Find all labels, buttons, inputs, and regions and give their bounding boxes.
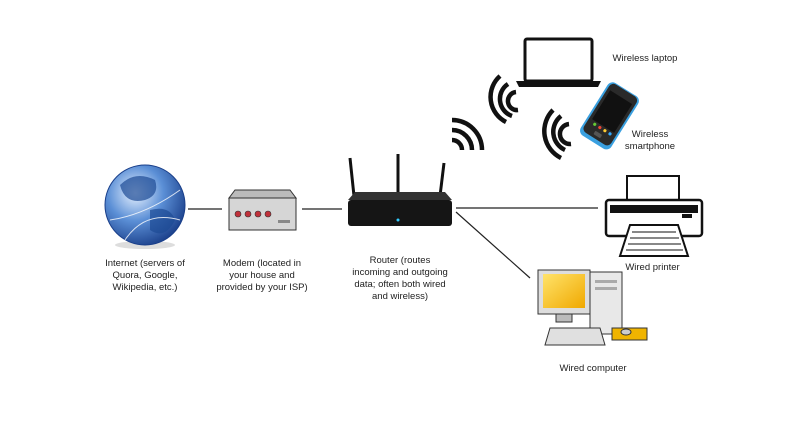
internet-label: Internet (servers of Quora, Google, Wiki… bbox=[105, 258, 185, 293]
desktop-computer-icon bbox=[537, 269, 648, 346]
link-router-computer bbox=[455, 211, 531, 279]
modem-leds bbox=[234, 210, 272, 218]
smartphone-label: Wireless smartphone bbox=[624, 129, 676, 152]
connections bbox=[188, 207, 598, 279]
wifi-signal-icon bbox=[488, 74, 519, 125]
router-icon bbox=[348, 154, 452, 226]
globe-icon bbox=[104, 164, 186, 249]
laptop-label: Wireless laptop bbox=[612, 53, 678, 64]
wifi-signal-icon bbox=[451, 117, 485, 151]
modem-icon bbox=[228, 189, 297, 231]
printer-icon bbox=[604, 175, 704, 257]
computer-label: Wired computer bbox=[559, 363, 627, 374]
smartphone-icon bbox=[580, 82, 639, 150]
modem-label: Modem (located in your house and provide… bbox=[216, 258, 308, 293]
printer-label: Wired printer bbox=[625, 262, 680, 273]
laptop-icon bbox=[516, 37, 601, 87]
wifi-signal-icon bbox=[542, 108, 572, 161]
router-label: Router (routes incoming and outgoing dat… bbox=[352, 255, 448, 302]
